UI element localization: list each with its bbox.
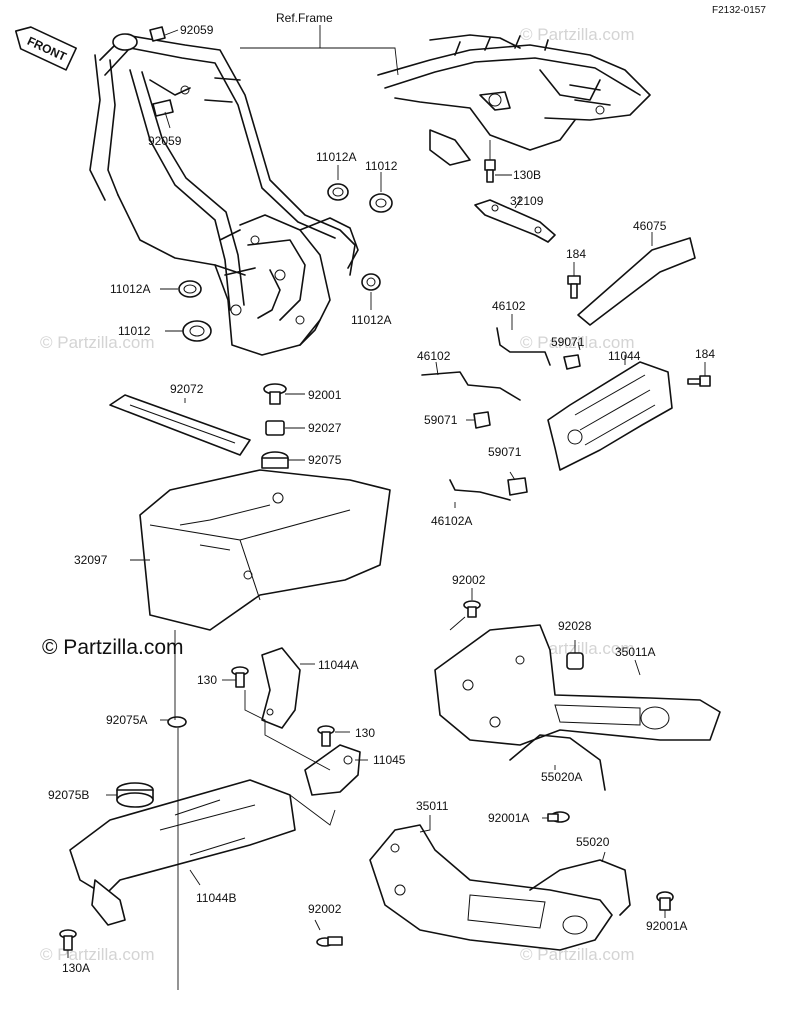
label-32109: 32109 (510, 194, 544, 208)
bracket-32109-icon (474, 199, 556, 243)
label-92075: 92075 (308, 453, 342, 467)
label-92059-mid: 92059 (148, 134, 182, 148)
label-55020: 55020 (576, 835, 610, 849)
rod-46102-left-icon (421, 371, 521, 401)
bolt-130B-icon (484, 159, 496, 183)
rod-46102A-icon (449, 479, 511, 501)
clip-59071-low-icon (507, 477, 528, 496)
label-11012A-right: 11012A (351, 313, 391, 327)
label-ref-frame: Ref.Frame (276, 11, 333, 25)
label-11044B: 11044B (196, 891, 236, 905)
label-11045: 11045 (373, 753, 406, 767)
bolt-130-left-icon (231, 666, 249, 688)
leader-lines (67, 25, 706, 990)
watermark-main: © Partzilla.com (42, 636, 184, 659)
label-184-right: 184 (695, 347, 715, 361)
label-130-left: 130 (197, 673, 217, 687)
bolt-184-top-icon (567, 275, 581, 299)
label-32097: 32097 (74, 553, 108, 567)
label-11012A-left: 11012A (110, 282, 150, 296)
damper-92075A-icon (167, 716, 187, 728)
label-92002-bottom: 92002 (308, 902, 342, 916)
strap-92072-icon (109, 394, 251, 456)
label-11012-top: 11012 (365, 159, 398, 173)
label-11012-left: 11012 (118, 324, 151, 338)
part-92059-mid-icon (152, 99, 174, 117)
rod-46102-top-icon (496, 327, 551, 366)
plate-46075-icon (577, 237, 696, 326)
bolt-92001A-bottom-icon (656, 891, 674, 911)
spring-55020A-icon (509, 734, 606, 791)
label-92075A: 92075A (106, 713, 147, 727)
bracket-11045-icon (304, 744, 361, 796)
part-labels: 92059 Ref.Frame 92059 11012A 11012 11012… (48, 11, 715, 975)
diagram-code: F2132-0157 (712, 5, 766, 16)
label-92001: 92001 (308, 388, 342, 402)
bolt-92002-top-icon (463, 600, 481, 618)
main-frame (89, 33, 359, 356)
label-46102-left: 46102 (417, 349, 451, 363)
label-35011A: 35011A (615, 645, 655, 659)
label-55020A: 55020A (541, 770, 582, 784)
watermark-bottom-left: © Partzilla.com (40, 945, 155, 964)
label-184-top: 184 (566, 247, 586, 261)
rear-subframe (377, 34, 651, 166)
grommet-11012-top-icon (369, 193, 393, 213)
label-11044: 11044 (608, 349, 641, 363)
label-59071-top: 59071 (551, 335, 585, 349)
collar-92027-icon (265, 420, 285, 436)
battery-case-32097-icon (139, 469, 391, 631)
damper-92075-icon (261, 451, 289, 469)
grommet-11012A-left-icon (178, 280, 202, 298)
bracket-35011A-icon (434, 624, 721, 746)
tray-11044B-icon (69, 779, 296, 926)
label-130B: 130B (513, 168, 541, 182)
clip-59071-mid-icon (473, 411, 491, 429)
label-92059-top: 92059 (180, 23, 214, 37)
label-11012A-top: 11012A (316, 150, 356, 164)
label-35011: 35011 (416, 799, 449, 813)
label-92072: 92072 (170, 382, 204, 396)
label-130-mid: 130 (355, 726, 375, 740)
label-46102-top: 46102 (492, 299, 526, 313)
bracket-11044A-icon (261, 647, 301, 729)
label-46102A: 46102A (431, 514, 472, 528)
bolt-92001-icon (263, 383, 287, 405)
bolt-184-right-icon (687, 375, 711, 387)
watermark-left-mid: © Partzilla.com (40, 333, 155, 352)
part-92059-top-icon (149, 26, 166, 42)
spring-55020-icon (529, 859, 631, 916)
grommet-11012A-right-icon (361, 273, 381, 291)
grommet-11012-left-icon (182, 320, 212, 342)
label-130A: 130A (62, 961, 90, 975)
label-59071-low: 59071 (488, 445, 522, 459)
collar-92028-icon (566, 652, 584, 670)
grommet-11012A-top-icon (327, 183, 349, 201)
label-11044A: 11044A (318, 658, 358, 672)
front-arrow-icon: FRONT (14, 26, 77, 71)
clip-59071-top-icon (563, 354, 581, 370)
label-92028: 92028 (558, 619, 592, 633)
bolt-130-mid-icon (317, 725, 335, 747)
watermark-top-right: © Partzilla.com (520, 25, 635, 44)
bracket-35011-icon (369, 824, 613, 951)
label-92001A-bottom: 92001A (646, 919, 687, 933)
bolt-92001A-top-icon (547, 811, 570, 823)
label-92002-top: 92002 (452, 573, 486, 587)
label-92075B: 92075B (48, 788, 89, 802)
damper-92075B-icon (116, 782, 154, 808)
label-92027: 92027 (308, 421, 342, 435)
label-59071-mid: 59071 (424, 413, 458, 427)
bolt-92002-bottom-icon (316, 936, 343, 947)
label-46075: 46075 (633, 219, 667, 233)
watermarks: © Partzilla.com © Partzilla.com © Partzi… (40, 25, 635, 964)
tool-tray-11044-icon (547, 361, 673, 471)
watermark-right-mid: © Partzilla.com (520, 333, 635, 352)
watermark-bottom-right: © Partzilla.com (520, 945, 635, 964)
label-92001A-top: 92001A (488, 811, 529, 825)
